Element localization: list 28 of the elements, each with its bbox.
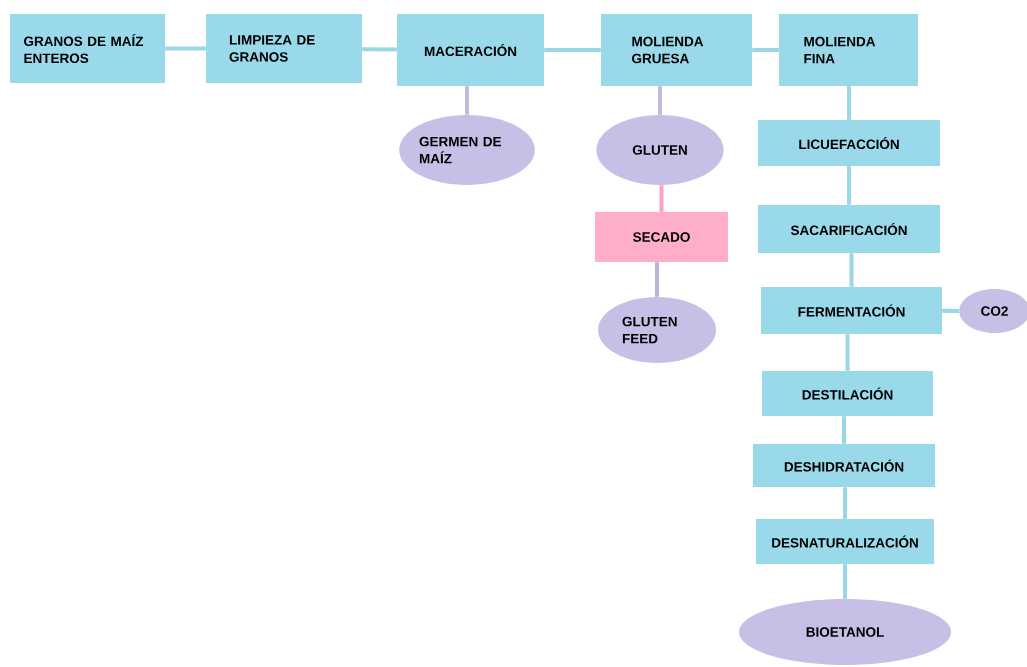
connector-line (842, 416, 846, 444)
connector-line (165, 46, 206, 51)
connector-line (843, 564, 847, 599)
connector-line (843, 487, 847, 519)
process-box: MACERACIÓN (397, 14, 544, 86)
connector-line (659, 185, 664, 212)
connector-line (544, 48, 601, 52)
process-box: MOLIENDA GRUESA (601, 14, 752, 86)
connector-line (847, 86, 851, 120)
process-box: DESTILACIÓN (762, 371, 933, 416)
connector-line (752, 48, 779, 52)
connector-line (658, 86, 662, 115)
process-box: LIMPIEZA DE GRANOS (206, 14, 362, 83)
process-box: GRANOS DE MAÍZ ENTEROS (10, 14, 165, 83)
connector-line (849, 253, 854, 287)
connector-line (942, 308, 959, 313)
process-box: DESNATURALIZACIÓN (756, 519, 934, 564)
process-box: DESHIDRATACIÓN (753, 444, 935, 487)
process-box: SECADO (595, 212, 728, 262)
process-box: FERMENTACIÓN (761, 287, 942, 334)
connector-line (655, 262, 659, 297)
connector-line (845, 334, 850, 371)
connector-line (362, 47, 397, 52)
process-box: MOLIENDA FINA (779, 14, 918, 86)
process-box: LICUEFACCIÓN (758, 120, 940, 166)
process-box: SACARIFICACIÓN (758, 205, 940, 253)
connector-line (465, 86, 469, 115)
connector-line (847, 166, 851, 205)
